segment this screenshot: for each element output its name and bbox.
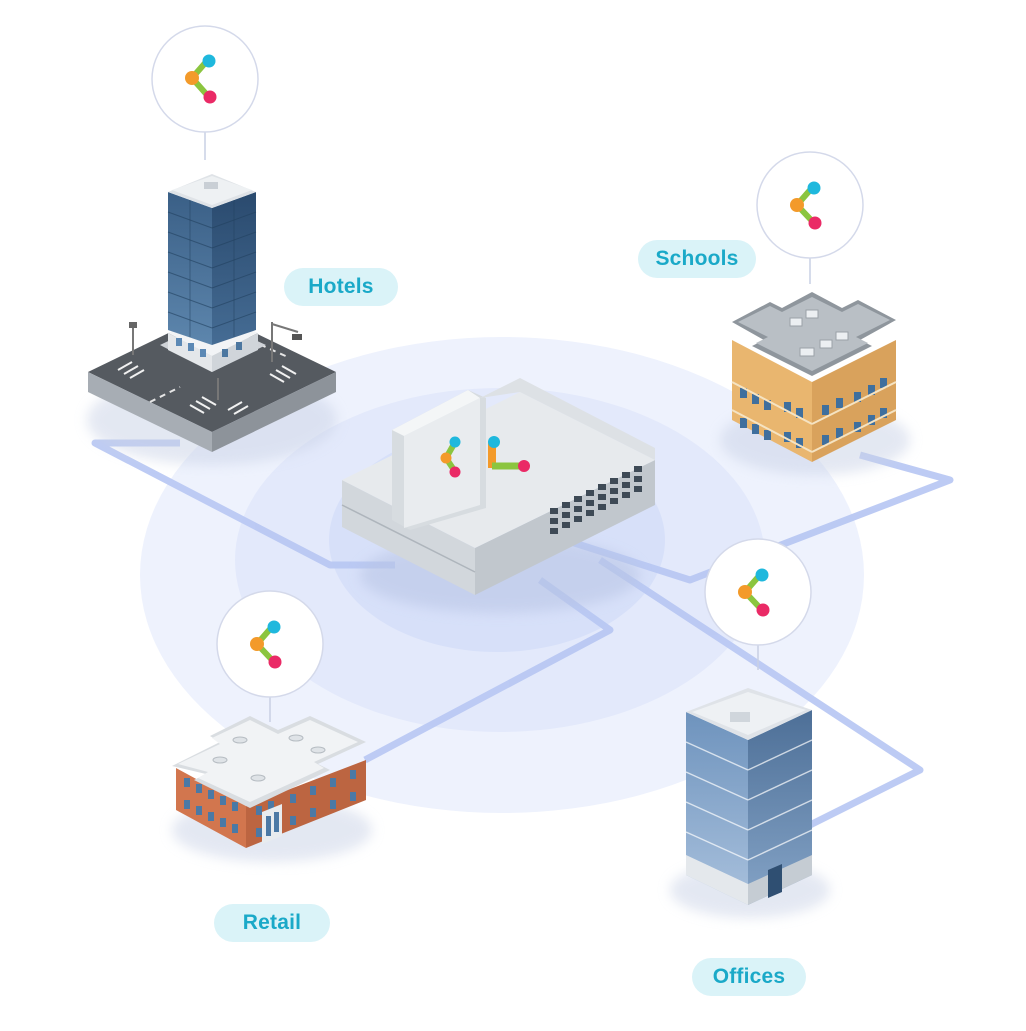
label-offices: Offices (692, 958, 806, 996)
retail-building (172, 716, 372, 862)
switch-logo-icon (488, 436, 530, 472)
line-offices (598, 557, 924, 829)
schools-building (720, 292, 910, 475)
device-logo-icon (440, 436, 461, 478)
offices-logo-icon (738, 568, 770, 617)
retail-logo-icon (250, 620, 282, 669)
retail-ap-bubble (216, 590, 324, 722)
schools-logo-icon (790, 181, 822, 230)
offices-ap-bubble (704, 538, 812, 670)
offices-building (670, 688, 830, 918)
hotels-logo-icon (185, 54, 217, 104)
label-retail: Retail (214, 904, 330, 942)
label-hotels: Hotels (284, 268, 398, 306)
hotels-building (87, 174, 337, 465)
network-switch (341, 378, 655, 613)
label-schools: Schools (638, 240, 756, 278)
schools-ap-bubble (756, 151, 864, 284)
hotels-ap-bubble (151, 25, 259, 160)
